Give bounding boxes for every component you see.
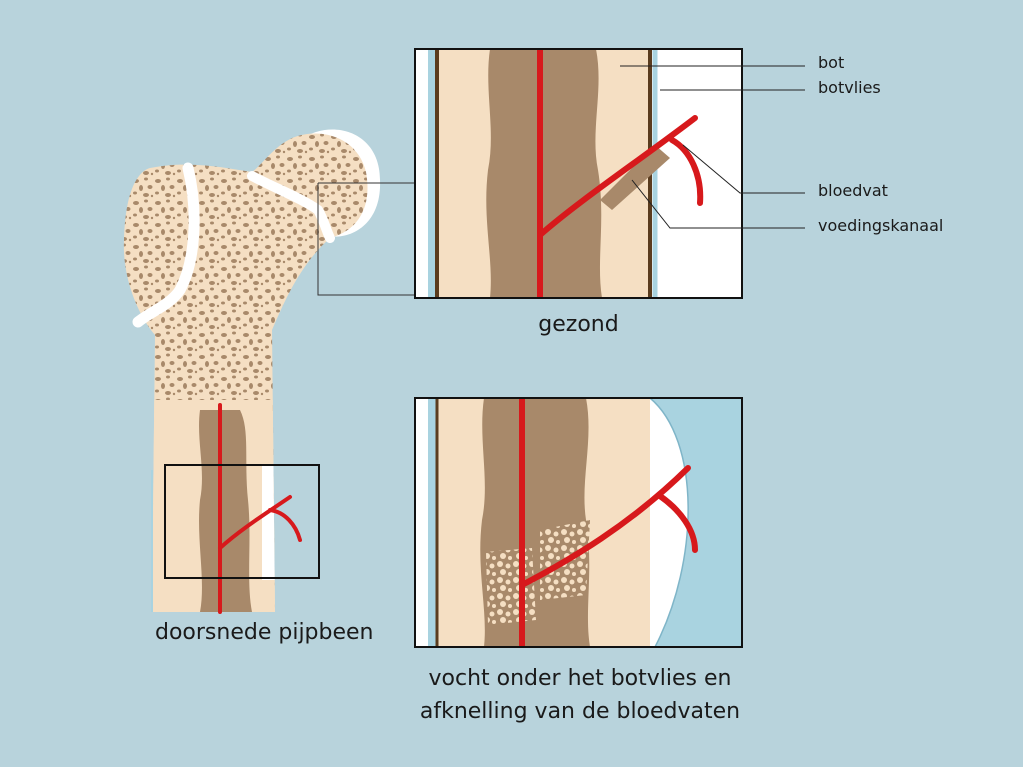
subperiosteal-fluid (650, 398, 742, 647)
femur-detail-box (164, 464, 320, 579)
caption-affected-line2: afknelling van de bloedvaten (419, 699, 741, 724)
label-blood-vessel: bloedvat (818, 181, 888, 200)
caption-cross-section: doorsnede pijpbeen (155, 620, 374, 645)
bone-crumbling-area (486, 548, 536, 625)
label-bone: bot (818, 53, 845, 72)
femur-marrow-cavity (199, 410, 252, 612)
affected-panel (414, 397, 743, 648)
affected-blood-vessel (519, 398, 698, 647)
growth-plate-trochanter (132, 162, 200, 328)
healthy-nutrient-canal (600, 145, 670, 210)
label-periosteum: botvlies (818, 78, 881, 97)
caption-affected-line1: vocht onder het botvlies en (428, 666, 732, 691)
label-nutrient-canal: voedingskanaal (818, 216, 944, 235)
caption-healthy: gezond (538, 312, 619, 337)
healthy-blood-vessel (537, 49, 704, 298)
healthy-marrow (486, 49, 602, 298)
healthy-panel (414, 48, 743, 299)
femur-illustration (123, 129, 381, 614)
label-pointer-lines (620, 65, 805, 229)
